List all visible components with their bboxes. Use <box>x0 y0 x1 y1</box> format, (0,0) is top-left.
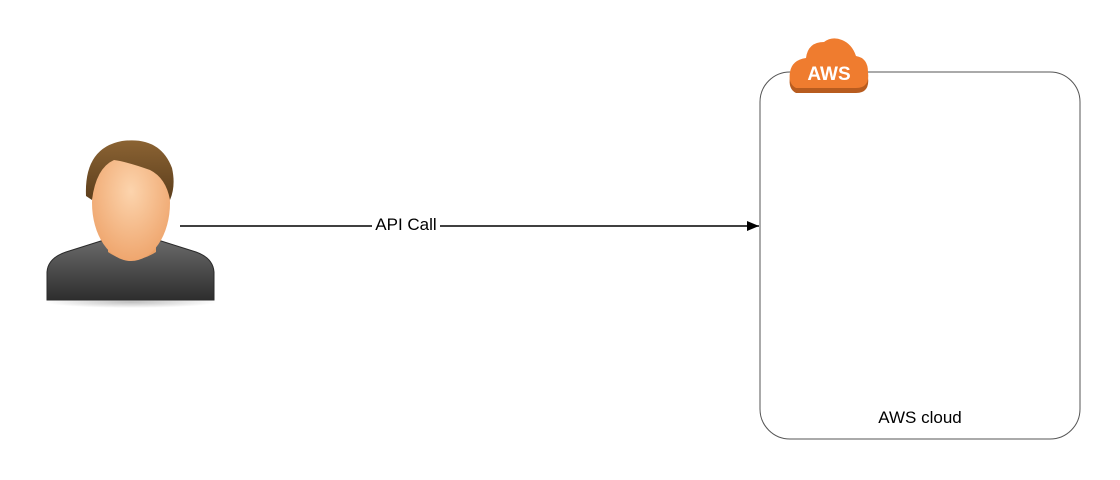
aws-cloud-boundary <box>759 71 1081 440</box>
aws-badge-text: AWS <box>807 64 850 85</box>
aws-cloud-label: AWS cloud <box>878 408 961 427</box>
api-call-label: API Call <box>375 215 436 234</box>
user-avatar-icon <box>45 140 217 308</box>
aws-cloud-container: AWS cloud <box>759 71 1081 440</box>
aws-cloud-icon: AWS <box>789 38 869 93</box>
api-call-connector: API Call <box>180 215 759 234</box>
